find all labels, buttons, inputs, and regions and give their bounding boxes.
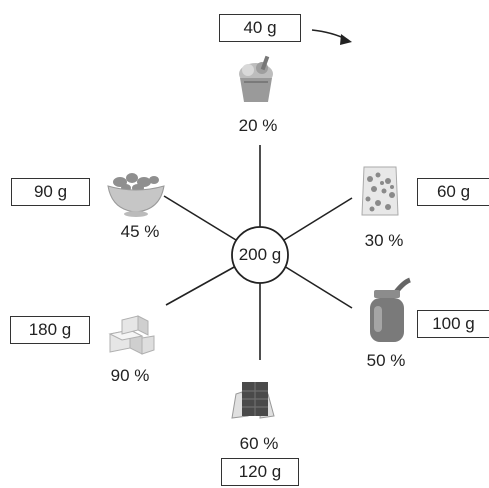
honey-jar-icon xyxy=(370,277,411,342)
ice-cream-icon xyxy=(239,55,273,102)
spoke-lower-left xyxy=(165,265,237,306)
cereal-percent: 30 % xyxy=(364,231,404,250)
ice-cream-grams-box: 40 g xyxy=(219,14,301,42)
sugar-cubes-grams-box: 180 g xyxy=(10,316,90,344)
honey-grams-box: 100 g xyxy=(417,310,489,338)
chocolate-bar-icon xyxy=(231,382,275,419)
spoke-upper-left xyxy=(163,195,237,241)
gummies-grams-box: 90 g xyxy=(11,178,90,206)
spoke-upper-right xyxy=(283,197,353,241)
arrow-icon xyxy=(311,29,352,45)
center-circle xyxy=(231,226,289,284)
sugar-cubes-percent: 90 % xyxy=(110,366,150,385)
gummies-percent: 45 % xyxy=(120,222,160,241)
ice-cream-percent: 20 % xyxy=(238,116,278,135)
sugar-cubes-icon xyxy=(108,315,155,355)
gummy-bowl-icon xyxy=(107,173,165,217)
spoke-lower-right xyxy=(283,265,353,309)
chocolate-percent: 60 % xyxy=(239,434,279,453)
chocolate-grams-box: 120 g xyxy=(221,458,299,486)
cereal-bag-icon xyxy=(361,166,399,216)
center-total: 200 g xyxy=(238,245,282,264)
cereal-grams-box: 60 g xyxy=(417,178,489,206)
honey-percent: 50 % xyxy=(366,351,406,370)
